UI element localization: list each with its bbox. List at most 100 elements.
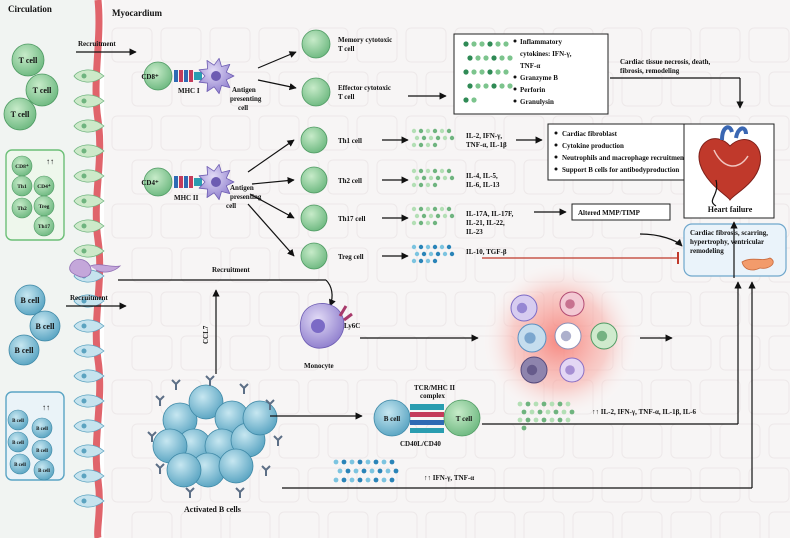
cytokine-dot: [333, 459, 339, 465]
t-cell-subset: CD8⁺: [11, 155, 33, 177]
cytokine-dot: [449, 251, 455, 257]
cytokine-dot: [553, 409, 559, 415]
subset-arrow: [247, 139, 295, 173]
mhc-ii-label: MHC II: [174, 194, 199, 202]
cytokine-dot: [411, 206, 417, 212]
cytokine-dot: [428, 175, 434, 181]
cytokine-dot: [517, 417, 523, 423]
subset-name: Treg cell: [338, 253, 364, 261]
cd8-effect-item: Inflammatory: [520, 38, 562, 46]
recruitment-label-t: Recruitment: [78, 40, 116, 48]
cell-nucleus: [516, 302, 528, 314]
cytokine-dot: [569, 409, 575, 415]
cytokine-dot: [537, 409, 543, 415]
cytokine-dot: [446, 168, 452, 174]
cytokine-dot: [507, 55, 513, 61]
cytokine-dot: [411, 128, 417, 134]
cytokine-dot: [411, 220, 417, 226]
svg-text:TCR/MHC II complex: TCR/MHC II complex: [414, 384, 457, 400]
svg-text:CD8⁺: CD8⁺: [141, 73, 159, 81]
endothelial-cell: [73, 494, 105, 508]
b-cell-small-label: B cell: [12, 419, 24, 424]
cell-nucleus: [81, 498, 87, 504]
cytokine-dot: [439, 206, 445, 212]
cytokine-dot: [418, 220, 424, 226]
cd4-cell: CD4⁺: [141, 167, 173, 197]
cytokine-dot: [381, 459, 387, 465]
endothelial-cell: [73, 69, 105, 83]
t-cell-subset: Th2: [11, 197, 33, 219]
t-cell-subset: Treg: [33, 195, 55, 217]
cytokine-dot: [442, 251, 448, 257]
b-cell-small-label: B cell: [36, 449, 48, 454]
bullet: [513, 99, 517, 103]
antibody-icon: [155, 395, 165, 406]
heart-failure-label: Heart failure: [708, 205, 753, 214]
mmp-to-fibrosis: [639, 233, 683, 247]
heart-failure: Heart failure: [683, 123, 775, 219]
cell-nucleus: [81, 373, 87, 379]
cytokine-dot: [499, 55, 505, 61]
cytokine-dot: [503, 69, 509, 75]
cytokine-dot: [421, 251, 427, 257]
vessel-cell: [69, 258, 122, 278]
cytokine-dot: [414, 135, 420, 141]
cell-nucleus: [81, 398, 87, 404]
b-cell-small: B cell: [31, 439, 53, 461]
cytokine-dot: [449, 213, 455, 219]
cytokine-dot: [561, 409, 567, 415]
cytokine-dot: [463, 97, 469, 103]
endothelial-cell: [73, 344, 105, 358]
cytokine-dot: [428, 213, 434, 219]
cytokine-dot: [529, 409, 535, 415]
cardiac-fibrosis-box: Cardiac fibrosis, scarring, hypertrophy,…: [683, 223, 787, 277]
svg-text:↑↑: ↑↑: [46, 157, 54, 166]
recruitment-label-b: Recruitment: [70, 294, 108, 302]
bullet: [513, 87, 517, 91]
cytokine-dot: [349, 459, 355, 465]
endothelial-cell: [73, 144, 105, 158]
antibody-icon: [265, 399, 275, 410]
endothelial-cell: [73, 169, 105, 183]
cytokine-dot: [418, 142, 424, 148]
cytokine-dot: [377, 468, 383, 474]
svg-text:↑↑: ↑↑: [42, 403, 50, 412]
cd4-effect-item: Cardiac fibroblast: [562, 130, 618, 138]
cytokine-dot: [483, 83, 489, 89]
cell-nucleus: [81, 323, 87, 329]
subset-name: Th17 cell: [338, 215, 365, 223]
cytokine-dot: [432, 220, 438, 226]
b-cell-small: B cell: [7, 431, 29, 453]
antibody-icon: [261, 465, 271, 476]
cytokine-dot: [432, 142, 438, 148]
cytokine-dot: [411, 258, 417, 264]
cytokine-dot: [418, 128, 424, 134]
cytokine-dot: [385, 468, 391, 474]
cytokine-dot: [418, 206, 424, 212]
cytokine-dot: [432, 128, 438, 134]
cd8-effect-item: Granulysin: [520, 98, 554, 106]
cytokine-dot: [333, 477, 339, 483]
antibody-icon: [235, 487, 245, 498]
antibody-icon: [171, 379, 181, 390]
svg-text:Effector cytotoxic T cel: Effector cytotoxic T cell: [338, 84, 393, 101]
cytokine-dot: [439, 128, 445, 134]
cytokine-dot: [463, 69, 469, 75]
cytokine-dot: [425, 182, 431, 188]
cytokine-dot: [425, 206, 431, 212]
b-cell: B cell: [14, 284, 46, 316]
cytokine-dot: [499, 83, 505, 89]
subset-cell: [300, 166, 328, 194]
endothelial-cell: [73, 444, 105, 458]
cytokine-dot: [432, 258, 438, 264]
mhc-ii-receptor: [174, 176, 202, 188]
b-cell-small: B cell: [9, 453, 31, 475]
ly6c-label: Ly6C: [344, 322, 360, 330]
b-recruitment-arrow: [325, 279, 336, 307]
cytokine-dot: [414, 175, 420, 181]
endothelial-cell: [73, 319, 105, 333]
